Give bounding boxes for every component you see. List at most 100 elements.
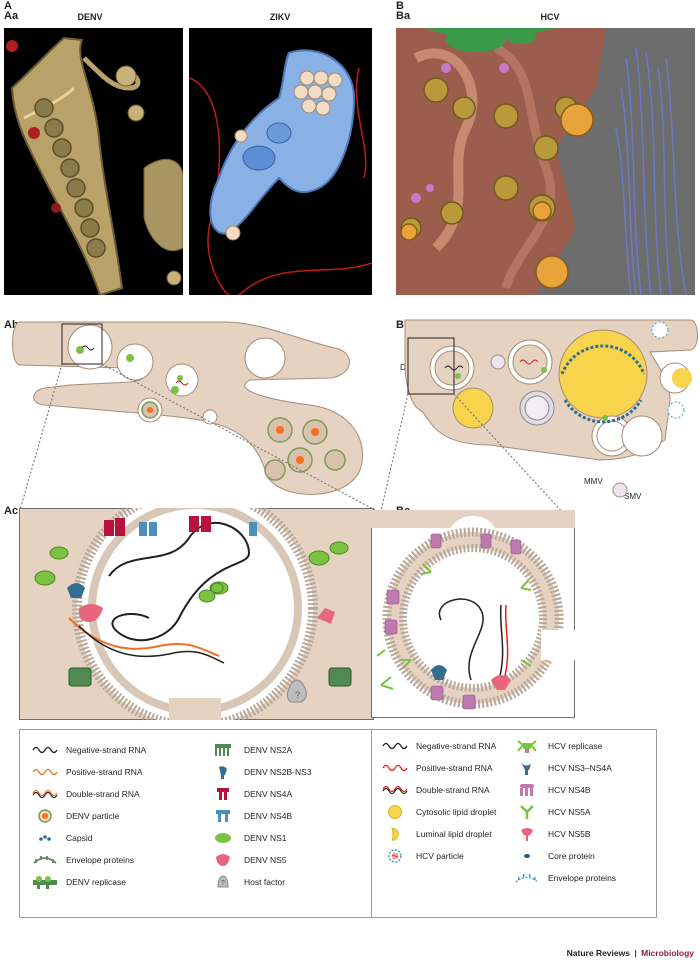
host-factor-mark: ? xyxy=(295,690,300,700)
legend-item: HCV replicase xyxy=(514,738,602,754)
legend-label: Cytosolic lipid droplet xyxy=(416,807,497,817)
double-strand-rna-icon xyxy=(382,783,408,797)
legend-label: DENV NS4A xyxy=(244,789,293,799)
legend-label: Positive-strand RNA xyxy=(416,763,493,773)
legend-label: Host factor xyxy=(244,877,286,887)
legend-item: Cytosolic lipid droplet xyxy=(382,804,496,820)
denv-er-schematic xyxy=(12,321,376,510)
legend-item: Double-strand RNA xyxy=(382,782,490,798)
legend-item: DENV NS5 xyxy=(210,852,287,868)
legend-label: DENV NS5 xyxy=(244,855,287,865)
envelope-proteins-icon xyxy=(32,853,58,867)
envelope-proteins-icon xyxy=(514,871,540,885)
denv-title: DENV xyxy=(77,12,103,22)
legend-item: Envelope proteins xyxy=(32,852,134,868)
denv-tomogram-image xyxy=(4,28,183,295)
denv-ns2a-icon xyxy=(210,743,236,757)
journal-separator: | xyxy=(634,948,637,958)
panel-letter-aa: Aa xyxy=(4,10,19,22)
legend-item: Negative-strand RNA xyxy=(32,742,146,758)
legend-label: Negative-strand RNA xyxy=(66,745,147,755)
legend-item: HCV NS5B xyxy=(514,826,591,842)
legend-label: HCV particle xyxy=(416,851,464,861)
legend-label: DENV NS4B xyxy=(244,811,293,821)
legend-item: DENV NS4A xyxy=(210,786,292,802)
panel-letter-a: A xyxy=(4,0,12,12)
legend-label: HCV NS5B xyxy=(548,829,591,839)
legend-item: HCV NS4B xyxy=(514,782,591,798)
zikv-tomogram-image xyxy=(189,28,372,295)
double-strand-rna-icon xyxy=(32,787,58,801)
zikv-title: ZIKV xyxy=(269,12,291,22)
denv-ns5-icon xyxy=(210,853,236,867)
positive-strand-rna-icon xyxy=(32,765,58,779)
legend-item: HCV NS3–NS4A xyxy=(514,760,612,776)
legend-denv: Negative-strand RNA Positive-strand RNA … xyxy=(19,729,375,918)
luminal-lipid-droplet-icon xyxy=(382,827,408,841)
hcv-particle-icon xyxy=(382,849,408,863)
legend-item: ? Host factor xyxy=(210,874,285,890)
legend-label: Capsid xyxy=(66,833,93,843)
legend-item: Negative-strand RNA xyxy=(382,738,496,754)
positive-strand-rna-icon xyxy=(382,761,408,775)
denv-ns2b-ns3-icon xyxy=(210,765,236,779)
legend-label: Envelope proteins xyxy=(66,855,135,865)
capsid-icon xyxy=(32,831,58,845)
core-protein-icon xyxy=(514,849,540,863)
journal-name: Nature Reviews xyxy=(566,948,630,958)
legend-item: Envelope proteins xyxy=(514,870,616,886)
legend-label: HCV NS3–NS4A xyxy=(548,763,612,773)
denv-ns1-icon xyxy=(210,831,236,845)
legend-label: Envelope proteins xyxy=(548,873,617,883)
legend-label: HCV replicase xyxy=(548,741,603,751)
legend-label: Double-strand RNA xyxy=(416,785,490,795)
panel-letter-ac: Ac xyxy=(4,505,19,517)
hcv-tomogram-image xyxy=(396,28,695,295)
legend-item: HCV particle xyxy=(382,848,464,864)
denv-particle-icon xyxy=(32,809,58,823)
mmv-label: MMV xyxy=(584,477,603,486)
panel-letter-b: B xyxy=(396,0,404,12)
legend-item: Double-strand RNA xyxy=(32,786,140,802)
hcv-ns5a-icon xyxy=(514,805,540,819)
denv-ns4b-icon xyxy=(210,809,236,823)
hcv-replicase-icon xyxy=(514,739,540,753)
smv-label: SMV xyxy=(624,492,642,501)
legend-item: DENV replicase xyxy=(32,874,126,890)
hcv-ns4b-icon xyxy=(514,783,540,797)
denv-ns4a-icon xyxy=(210,787,236,801)
host-factor-icon: ? xyxy=(210,875,236,889)
legend-item: DENV NS2A xyxy=(210,742,292,758)
legend-label: DENV NS1 xyxy=(244,833,287,843)
denv-vesicle-packet-detail: ? xyxy=(19,508,374,720)
journal-footer: Nature Reviews | Microbiology xyxy=(567,948,694,958)
legend-item: HCV NS5A xyxy=(514,804,591,820)
legend-item: DENV NS1 xyxy=(210,830,287,846)
legend-item: Positive-strand RNA xyxy=(32,764,143,780)
legend-label: DENV NS2A xyxy=(244,745,293,755)
legend-hcv: Negative-strand RNA Positive-strand RNA … xyxy=(371,729,657,918)
cytosolic-lipid-droplet-icon xyxy=(382,805,408,819)
hcv-ns5b-icon xyxy=(514,827,540,841)
legend-label: Positive-strand RNA xyxy=(66,767,143,777)
legend-item: Capsid xyxy=(32,830,92,846)
legend-item: Positive-strand RNA xyxy=(382,760,493,776)
legend-item: Luminal lipid droplet xyxy=(382,826,492,842)
legend-label: HCV NS5A xyxy=(548,807,591,817)
legend-label: Double-strand RNA xyxy=(66,789,140,799)
legend-item: DENV NS2B-NS3 xyxy=(210,764,312,780)
legend-item: DENV NS4B xyxy=(210,808,292,824)
legend-label: Core protein xyxy=(548,851,595,861)
negative-strand-rna-icon xyxy=(382,739,408,753)
legend-label: HCV NS4B xyxy=(548,785,591,795)
legend-item: DENV particle xyxy=(32,808,119,824)
denv-replicase-icon xyxy=(32,875,58,889)
hcv-ns3-ns4a-icon xyxy=(514,761,540,775)
legend-label: DENV replicase xyxy=(66,877,126,887)
hcv-dmv-detail xyxy=(371,510,575,718)
legend-label: DENV NS2B-NS3 xyxy=(244,767,312,777)
hcv-title: HCV xyxy=(540,12,560,22)
svg-text:?: ? xyxy=(221,880,225,887)
legend-label: DENV particle xyxy=(66,811,120,821)
legend-label: Luminal lipid droplet xyxy=(416,829,492,839)
